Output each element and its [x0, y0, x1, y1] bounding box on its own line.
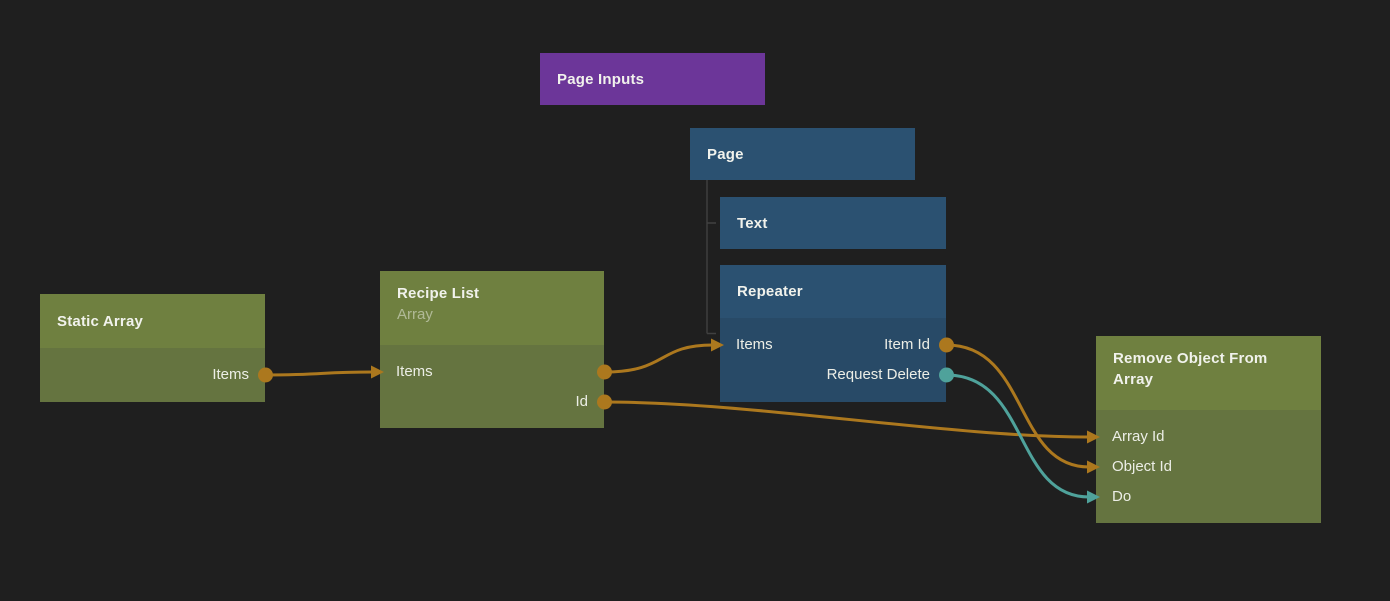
node-text[interactable]: Text: [720, 197, 946, 249]
port-row: Do: [1096, 482, 1321, 512]
output-port-dot-request-delete[interactable]: [939, 367, 954, 383]
output-port-dot-items[interactable]: [597, 364, 612, 380]
node-title: Static Array: [57, 312, 144, 330]
port-row: Items: [380, 357, 612, 387]
port-row: Array Id: [1096, 422, 1321, 452]
port-label-request-delete: Request Delete: [826, 366, 930, 383]
node-header: Static Array: [40, 294, 265, 348]
connection-wire[interactable]: [604, 343, 714, 374]
port-label-item-id: Item Id: [884, 336, 930, 353]
port-row: Object Id: [1096, 452, 1321, 482]
output-port-dot-item-id[interactable]: [939, 337, 954, 353]
port-label-items: Items: [212, 366, 249, 383]
connection-wire[interactable]: [604, 400, 1090, 439]
port-row: Request Delete: [720, 360, 954, 390]
node-title: Repeater: [737, 283, 803, 300]
node-header: Repeater: [720, 265, 946, 318]
node-title: Text: [737, 214, 768, 232]
node-header: Remove Object From Array: [1096, 336, 1321, 410]
node-static-array[interactable]: Static Array Items: [40, 294, 273, 402]
node-title: Page: [707, 145, 744, 163]
output-port-dot-items[interactable]: [258, 367, 273, 383]
node-remove-object-from-array[interactable]: Remove Object From Array Array Id Object…: [1096, 336, 1321, 523]
port-label-id: Id: [575, 393, 588, 410]
node-title: Remove Object From Array: [1113, 350, 1268, 388]
node-port-section: Items Item Id Request Delete: [720, 318, 954, 402]
node-port-section: Items: [40, 348, 273, 402]
port-row: Items: [40, 360, 273, 390]
node-title: Recipe List: [397, 285, 480, 302]
connection-wire[interactable]: [946, 373, 1090, 499]
port-label-array-id: Array Id: [1112, 428, 1165, 445]
node-header: Page: [690, 128, 915, 180]
node-header: Recipe List Array: [380, 271, 604, 345]
port-label-do: Do: [1112, 488, 1132, 505]
node-page-inputs[interactable]: Page Inputs: [540, 53, 765, 105]
connection-wire[interactable]: [265, 370, 374, 377]
output-port-dot-id[interactable]: [597, 394, 612, 410]
port-row: Id: [380, 387, 612, 417]
node-port-section: Items Id: [380, 345, 612, 428]
port-label-items: Items: [396, 363, 433, 380]
node-page[interactable]: Page: [690, 128, 915, 180]
node-title: Page Inputs: [557, 70, 645, 88]
node-repeater[interactable]: Repeater Items Item Id Request Delete: [720, 265, 954, 402]
node-header: Page Inputs: [540, 53, 765, 105]
hierarchy-line: [706, 180, 716, 335]
node-header: Text: [720, 197, 946, 249]
node-recipe-list[interactable]: Recipe List Array Items Id: [380, 271, 612, 428]
port-label-object-id: Object Id: [1112, 458, 1173, 475]
node-port-section: Array Id Object Id Do: [1096, 410, 1321, 523]
port-row: Items Item Id: [720, 330, 954, 360]
connection-wire[interactable]: [946, 343, 1090, 469]
node-subtitle: Array: [397, 306, 433, 323]
port-label-items: Items: [736, 336, 773, 353]
